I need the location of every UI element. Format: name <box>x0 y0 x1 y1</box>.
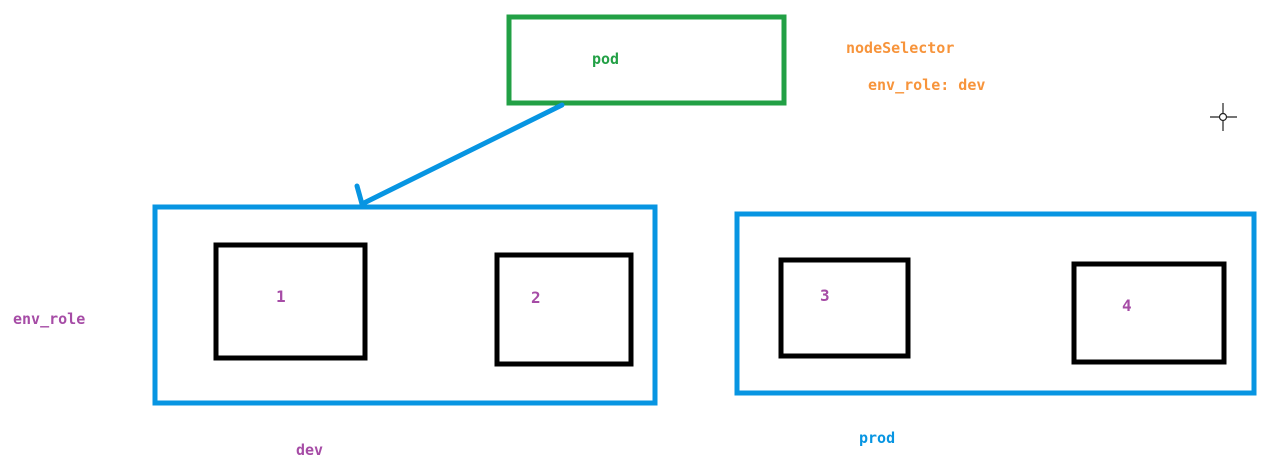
node-3-box <box>778 257 911 359</box>
node-1-box <box>213 242 368 361</box>
node-4-box <box>1071 261 1227 365</box>
node-1-label: 1 <box>276 287 286 306</box>
pod-label: pod <box>592 50 620 68</box>
node-2-box <box>494 252 634 367</box>
node-selector-entry: env_role: dev <box>868 76 986 94</box>
crosshair-icon <box>1210 103 1237 131</box>
pod-box <box>506 14 787 106</box>
dev-group-box <box>152 204 658 406</box>
prod-group-label: prod <box>859 429 896 447</box>
node-3-label: 3 <box>820 286 830 305</box>
prod-group-box <box>734 211 1257 396</box>
dev-group-label: dev <box>296 441 324 459</box>
node-selector-title: nodeSelector <box>846 39 955 57</box>
node-4-label: 4 <box>1122 296 1132 315</box>
node-2-label: 2 <box>531 288 541 307</box>
assignment-arrow <box>354 102 565 207</box>
label-key: env_role <box>13 310 86 328</box>
